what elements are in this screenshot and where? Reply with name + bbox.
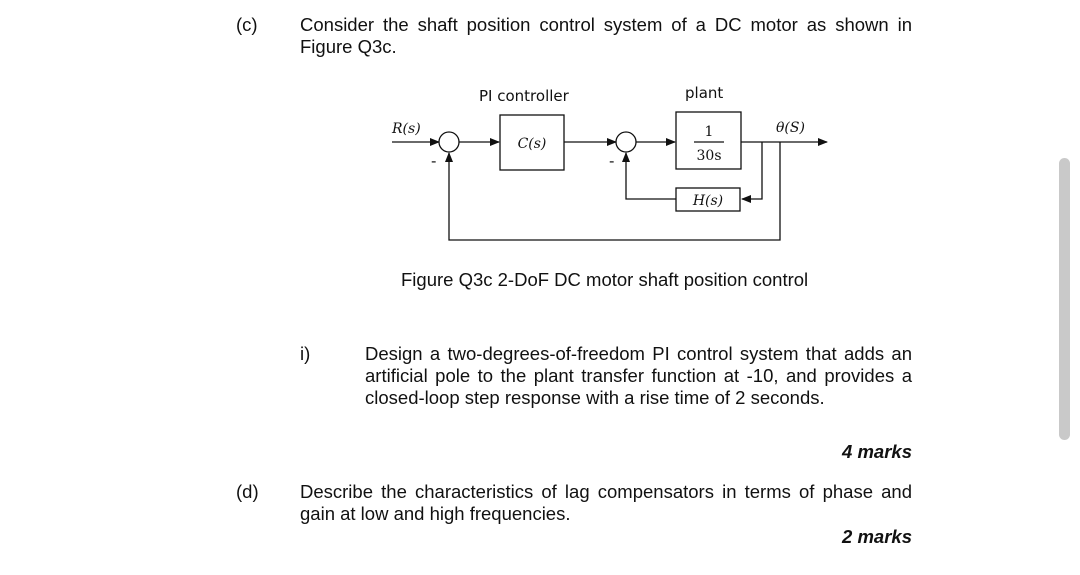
pi-controller-label: PI controller <box>479 87 570 105</box>
plant-block <box>675 111 742 170</box>
outer-feedback-path <box>445 142 781 241</box>
plant-denominator: 30s <box>697 148 722 164</box>
inner-feedback-return <box>622 152 676 200</box>
input-signal-label: R(s) <box>391 121 421 137</box>
part-d-marks: 2 marks <box>842 526 912 547</box>
part-i-label: i) <box>300 343 311 364</box>
controller-label: C(s) <box>518 136 547 152</box>
figure-caption: Figure Q3c 2-DoF DC motor shaft position… <box>401 269 809 290</box>
part-c-text: Consider the shaft position control syst… <box>300 14 912 57</box>
part-d-text: Describe the characteristics of lag comp… <box>300 481 912 524</box>
summing-junction-1 <box>438 131 460 153</box>
output-signal-label: θ(S) <box>776 120 805 136</box>
part-c-label: (c) <box>236 14 258 35</box>
feedback-label: H(s) <box>692 193 723 209</box>
vertical-scrollbar[interactable] <box>1059 158 1070 440</box>
minus-sign-1: - <box>431 152 436 170</box>
plant-numerator: 1 <box>705 124 714 140</box>
part-i-marks: 4 marks <box>842 441 912 462</box>
part-d-label: (d) <box>236 481 259 502</box>
plant-label: plant <box>685 84 723 102</box>
part-i-text: Design a two-degrees-of-freedom PI contr… <box>365 343 912 408</box>
summing-junction-2 <box>615 131 637 153</box>
minus-sign-2: - <box>609 152 614 170</box>
inner-feedback-path <box>741 142 763 203</box>
